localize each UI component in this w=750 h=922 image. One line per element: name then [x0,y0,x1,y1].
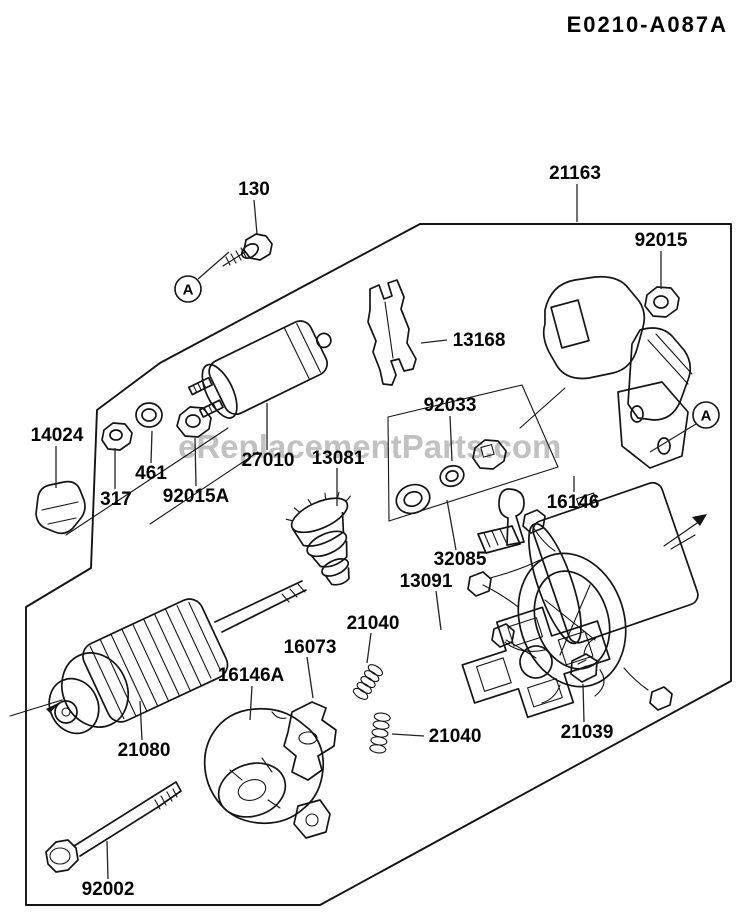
brush-21039-part [570,637,598,683]
part-label-317: 317 [100,489,132,510]
view-marker-leader-0 [197,251,230,280]
part-label-21039: 21039 [561,722,614,743]
part-label-92033: 92033 [424,395,477,416]
part-label-13091: 13091 [400,571,453,592]
axis-line-left [9,699,63,717]
part-label-92015A: 92015A [163,486,230,507]
snap-rings-92033-part [395,439,507,515]
view-marker-circle-1 [692,401,720,429]
leader-line-21040 [366,632,372,664]
brush-holder-ring-part [517,552,627,688]
leader-line-21039 [582,683,585,723]
assembly-direction-arrow [663,514,707,550]
group-box-92033 [387,384,559,522]
leader-line-92033 [449,415,453,462]
leader-line-92002 [106,840,109,880]
watermark: eReplacementParts.com [178,428,561,465]
page-code: E0210-A087A [567,12,728,37]
cap-14024-part [35,480,86,535]
leader-line-21040 [391,733,425,737]
leader-line-13168 [420,339,448,344]
view-marker-leader-1 [649,423,697,453]
leader-line-16073 [306,656,314,699]
part-label-16146: 16146 [547,492,600,513]
insulator-16073-part [283,701,337,781]
leader-line-32085 [446,499,457,551]
pinion-13081-part [285,491,351,586]
brush-spring-21040-bottom [369,712,391,754]
part-label-16146A: 16146A [218,665,285,686]
yoke-16146-part [528,481,699,645]
part-label-13081: 13081 [312,448,365,469]
end-cover-assembly-part [542,275,693,469]
washer-461-part [135,402,163,428]
view-markers-layer: AA [174,251,720,453]
brush-holder-13091-part [461,606,611,719]
part-label-21163: 21163 [549,163,601,184]
leader-line-13091 [435,590,442,631]
front-cover-16146A-part [203,707,331,839]
brush-spring-21040-top [352,664,384,700]
leader-line-461 [150,430,153,464]
part-label-92002: 92002 [82,879,135,900]
part-label-92015: 92015 [635,230,688,251]
assembly-guide-lines [65,427,259,536]
brush-wires [482,526,649,704]
armature-21080-part [48,580,307,735]
part-label-21080: 21080 [118,740,171,761]
stopper-32085-part [477,488,525,554]
bolt-92002-part [45,781,182,873]
view-marker-circle-0 [174,275,202,303]
part-label-13168: 13168 [453,330,506,351]
part-label-21040: 21040 [429,726,482,747]
diagram-border [25,223,732,906]
view-marker-letter-1: A [701,408,712,425]
view-marker-letter-0: A [183,282,194,299]
bolt-130-part [222,233,273,267]
leader-line-130 [253,199,258,235]
leader-line-92015A [194,437,197,487]
leader-line-16146A [249,685,253,721]
part-label-130: 130 [238,179,270,200]
nut-92015-part [644,286,680,318]
part-label-14024: 14024 [31,425,84,446]
solenoid-27010-part [187,320,332,419]
drive-lever-13168-part [367,279,417,386]
wire-terminal-blocks [467,509,673,711]
part-label-461: 461 [135,463,167,484]
part-label-16073: 16073 [284,637,337,658]
nut-317-part [101,422,133,451]
nut-92015A-part [176,406,212,438]
part-label-32085: 32085 [434,549,487,570]
leader-line-21080 [139,700,143,741]
leader-lines-layer [55,184,662,880]
part-label-27010: 27010 [242,450,295,471]
group-box-leader [519,387,566,429]
part-label-21040: 21040 [347,613,400,634]
